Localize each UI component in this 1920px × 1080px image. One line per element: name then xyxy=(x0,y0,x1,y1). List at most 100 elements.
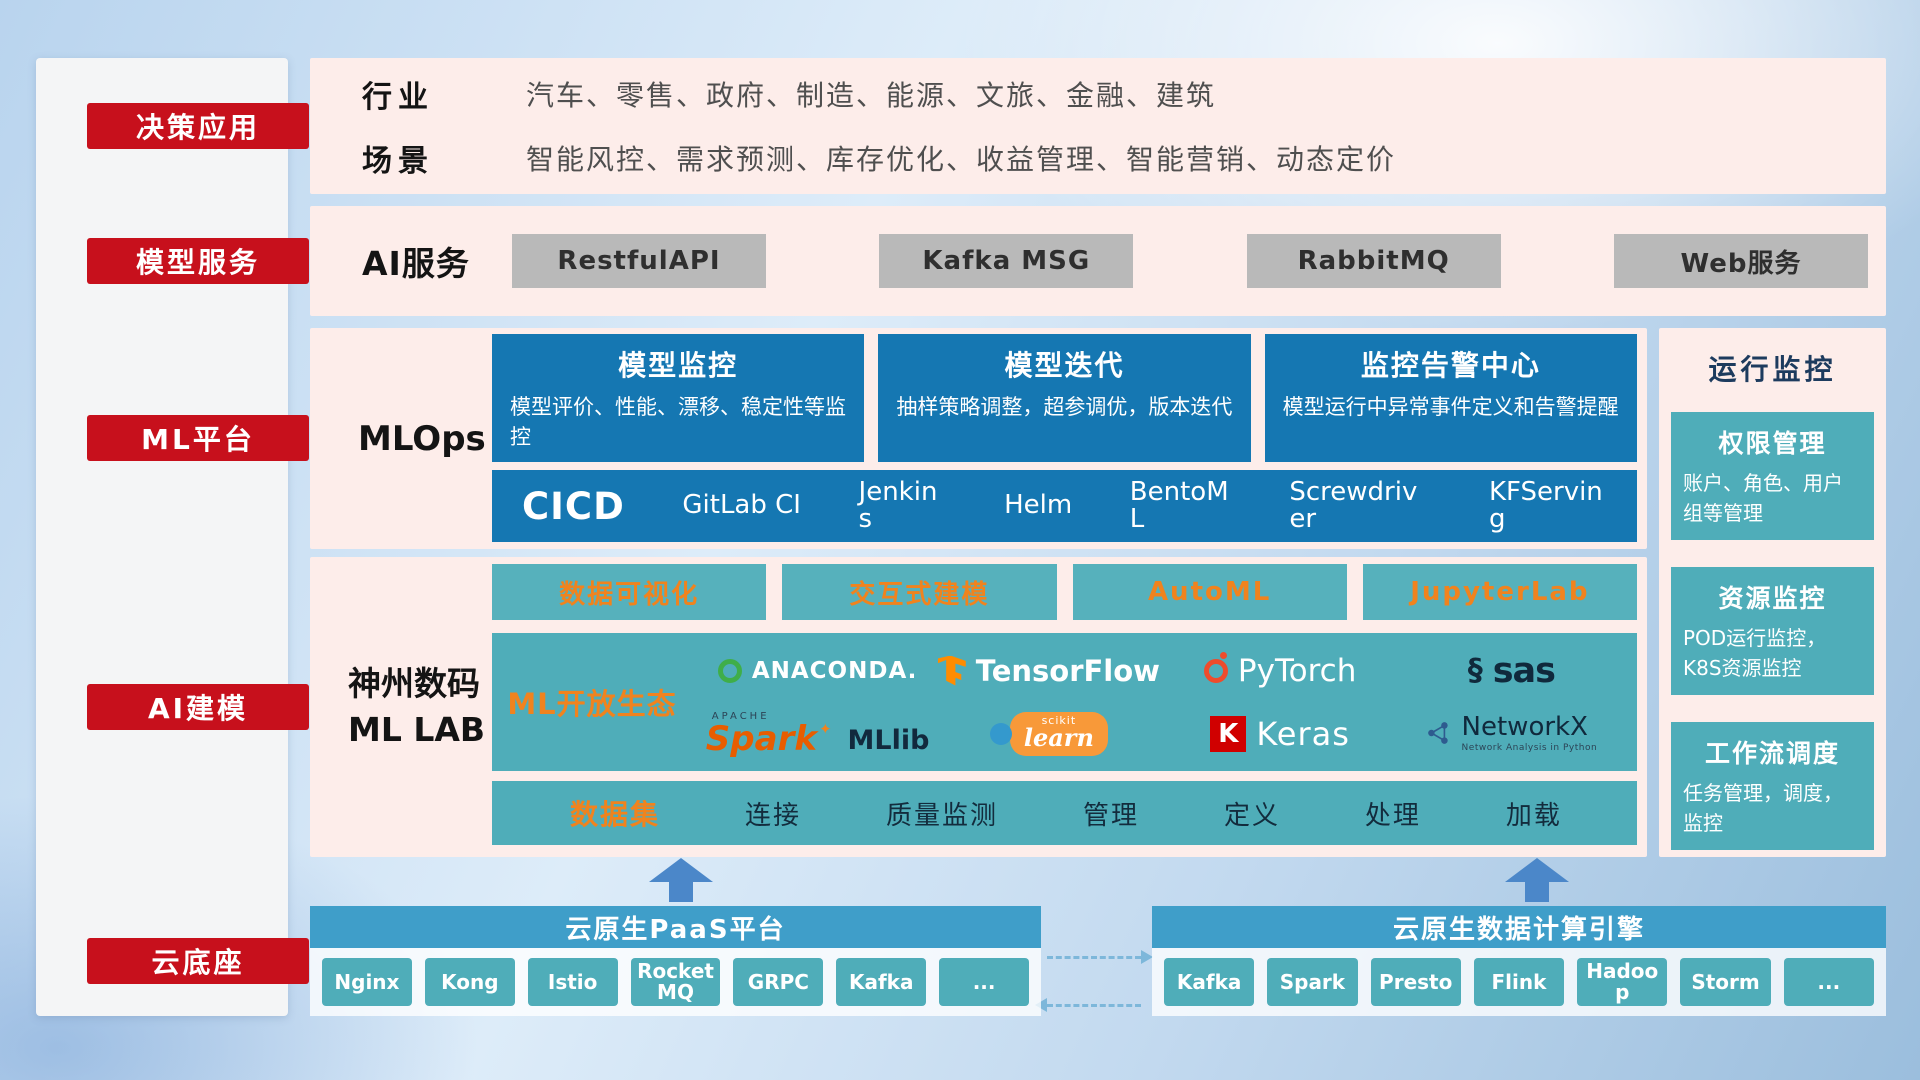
workflow-scheduling-title: 工作流调度 xyxy=(1704,739,1840,768)
dataset-connect: 连接 xyxy=(744,800,801,831)
engine-presto: Presto xyxy=(1370,958,1461,1006)
permission-mgmt-desc: 账户、角色、用户组等管理 xyxy=(1683,471,1843,525)
paas-up-arrow xyxy=(649,858,713,902)
model-iteration-desc: 抽样策略调整，超参调优，版本迭代 xyxy=(896,395,1233,419)
dataset-bar: 数据集 连接 质量监测 管理 定义 处理 加载 xyxy=(492,781,1637,845)
scikit-learn-logo: scikit learn xyxy=(989,711,1108,756)
operation-monitoring-title: 运行监控 xyxy=(1708,353,1837,386)
workflow-scheduling-desc: 任务管理，调度，监控 xyxy=(1683,781,1843,835)
alert-center-title: 监控告警中心 xyxy=(1360,349,1541,382)
ecosystem-logo-grid: ANACONDA. TensorFlow PyTorch sas APACHE xyxy=(692,633,1637,771)
networkx-graph-icon xyxy=(1427,722,1448,745)
cicd-gitlab-ci: GitLab CI xyxy=(682,490,801,521)
paas-grpc: GRPC xyxy=(733,958,824,1006)
spark-word: Spark xyxy=(706,722,832,756)
cicd-helm: Helm xyxy=(1004,490,1073,521)
cicd-bentoml: BentoML xyxy=(1129,476,1229,534)
sas-wordmark: sas xyxy=(1492,650,1556,691)
ml-lab-label-line2: ML LAB xyxy=(348,710,486,749)
model-monitoring-desc: 模型评价、性能、漂移、稳定性等监控 xyxy=(510,395,846,450)
cloud-engine-section: 云原生数据计算引擎 Kafka Spark Presto Flink Hadoo… xyxy=(1152,906,1886,1016)
service-rabbitmq: RabbitMQ xyxy=(1246,234,1501,288)
anaconda-ring-icon xyxy=(717,658,742,683)
cicd-jenkins: Jenkins xyxy=(858,476,938,534)
model-iteration-title: 模型迭代 xyxy=(1004,349,1125,382)
mlops-label: MLOps xyxy=(358,418,486,459)
permission-mgmt-card: 权限管理 账户、角色、用户组等管理 xyxy=(1671,412,1874,540)
scene-label: 场景 xyxy=(362,144,434,179)
dataset-process: 处理 xyxy=(1364,800,1421,831)
spark-mllib-logo: APACHE Spark MLlib xyxy=(706,710,930,756)
arrow-head xyxy=(1505,858,1569,882)
alert-center-card: 监控告警中心 模型运行中异常事件定义和告警提醒 xyxy=(1264,334,1637,462)
engine-hadoop: Hadoop xyxy=(1577,958,1668,1006)
spark-wordmark: APACHE Spark xyxy=(706,710,832,756)
sklearn-learn-text: learn xyxy=(1023,722,1094,752)
scene-line: 场景 智能风控、需求预测、库存优化、收益管理、智能营销、动态定价 xyxy=(362,136,1886,180)
keras-wordmark: Keras xyxy=(1256,714,1350,753)
industry-line: 行业 汽车、零售、政府、制造、能源、文旅、金融、建筑 xyxy=(362,72,1886,116)
apache-label: APACHE xyxy=(711,710,770,722)
dataset-quality: 质量监测 xyxy=(885,800,998,831)
dataset-load: 加载 xyxy=(1505,800,1562,831)
cloud-paas-items: Nginx Kong Istio RocketMQ GRPC Kafka ... xyxy=(310,948,1041,1016)
ml-open-ecosystem-band: ML开放生态 ANACONDA. TensorFlow PyTorch sas xyxy=(492,633,1637,771)
tool-interactive-modeling: 交互式建模 xyxy=(782,564,1057,620)
tool-jupyterlab: JupyterLab xyxy=(1362,564,1637,620)
networkx-wordmark: NetworkX Network Analysis in Python xyxy=(1461,712,1598,754)
mlops-cards: 模型监控 模型评价、性能、漂移、稳定性等监控 模型迭代 抽样策略调整，超参调优，… xyxy=(492,334,1637,462)
anaconda-wordmark: ANACONDA. xyxy=(751,657,918,684)
industry-scene-panel: 行业 汽车、零售、政府、制造、能源、文旅、金融、建筑 场景 智能风控、需求预测、… xyxy=(310,58,1886,194)
networkx-logo: NetworkX Network Analysis in Python xyxy=(1426,712,1598,754)
pytorch-wordmark: PyTorch xyxy=(1237,652,1357,689)
scene-values: 智能风控、需求预测、库存优化、收益管理、智能营销、动态定价 xyxy=(526,143,1397,176)
cloud-engine-items: Kafka Spark Presto Flink Hadoop Storm ..… xyxy=(1152,948,1886,1016)
tensorflow-wordmark: TensorFlow xyxy=(975,653,1160,688)
service-kafka-msg: Kafka MSG xyxy=(879,234,1134,288)
mllib-wordmark: MLlib xyxy=(847,724,930,756)
ai-services-label: AI服务 xyxy=(362,244,470,283)
tensorflow-logo: TensorFlow xyxy=(937,653,1160,688)
arrow-stem xyxy=(1525,882,1549,902)
arrow-stem xyxy=(669,882,693,902)
engine-storm: Storm xyxy=(1680,958,1771,1006)
resource-monitoring-desc: POD运行监控，K8S资源监控 xyxy=(1683,626,1827,680)
sas-swirl-icon xyxy=(1468,653,1483,688)
networkx-subtitle: Network Analysis in Python xyxy=(1461,743,1598,754)
ai-services-buttons: RestfulAPI Kafka MSG RabbitMQ Web服务 xyxy=(512,234,1868,288)
ml-open-ecosystem-label: ML开放生态 xyxy=(507,687,677,721)
layer-decision-apps: 决策应用 xyxy=(87,103,309,149)
paas-nginx: Nginx xyxy=(322,958,412,1006)
layer-cloud-base: 云底座 xyxy=(87,938,309,984)
networkx-name: NetworkX xyxy=(1461,712,1588,743)
cicd-kfserving: KFServing xyxy=(1488,476,1603,534)
permission-mgmt-title: 权限管理 xyxy=(1718,429,1827,458)
industry-label: 行业 xyxy=(362,80,434,115)
model-monitoring-card: 模型监控 模型评价、性能、漂移、稳定性等监控 xyxy=(492,334,865,462)
ai-services-panel: AI服务 RestfulAPI Kafka MSG RabbitMQ Web服务 xyxy=(310,206,1886,316)
paas-kong: Kong xyxy=(424,958,515,1006)
tensorflow-icon xyxy=(937,655,966,686)
alert-center-desc: 模型运行中异常事件定义和告警提醒 xyxy=(1282,395,1619,419)
ml-lab-panel: 神州数码 ML LAB 数据可视化 交互式建模 AutoML JupyterLa… xyxy=(310,557,1647,857)
anaconda-logo: ANACONDA. xyxy=(717,657,918,684)
pytorch-logo: PyTorch xyxy=(1203,651,1357,689)
cloud-paas-title: 云原生PaaS平台 xyxy=(310,906,1041,948)
keras-logo: K Keras xyxy=(1210,715,1350,753)
cloud-engine-title: 云原生数据计算引擎 xyxy=(1152,906,1886,948)
dashed-arrow-left xyxy=(1035,998,1141,1012)
paas-istio: Istio xyxy=(527,958,618,1006)
cloud-paas-section: 云原生PaaS平台 Nginx Kong Istio RocketMQ GRPC… xyxy=(310,906,1041,1016)
sklearn-dot-icon xyxy=(989,722,1012,745)
ml-lab-label: 神州数码 ML LAB xyxy=(348,661,485,753)
dashed-arrow-right xyxy=(1047,950,1153,964)
dataset-label: 数据集 xyxy=(570,798,661,831)
engine-up-arrow xyxy=(1505,858,1569,902)
layer-nav-sidebar: 决策应用 模型服务 ML平台 AI建模 云底座 xyxy=(36,58,309,1016)
operation-monitoring-panel: 运行监控 权限管理 账户、角色、用户组等管理 资源监控 POD运行监控，K8S资… xyxy=(1659,328,1886,857)
sklearn-scikit-text: scikit xyxy=(1041,713,1077,727)
engine-more: ... xyxy=(1783,958,1874,1006)
paas-kafka: Kafka xyxy=(836,958,927,1006)
industry-values: 汽车、零售、政府、制造、能源、文旅、金融、建筑 xyxy=(526,79,1217,112)
